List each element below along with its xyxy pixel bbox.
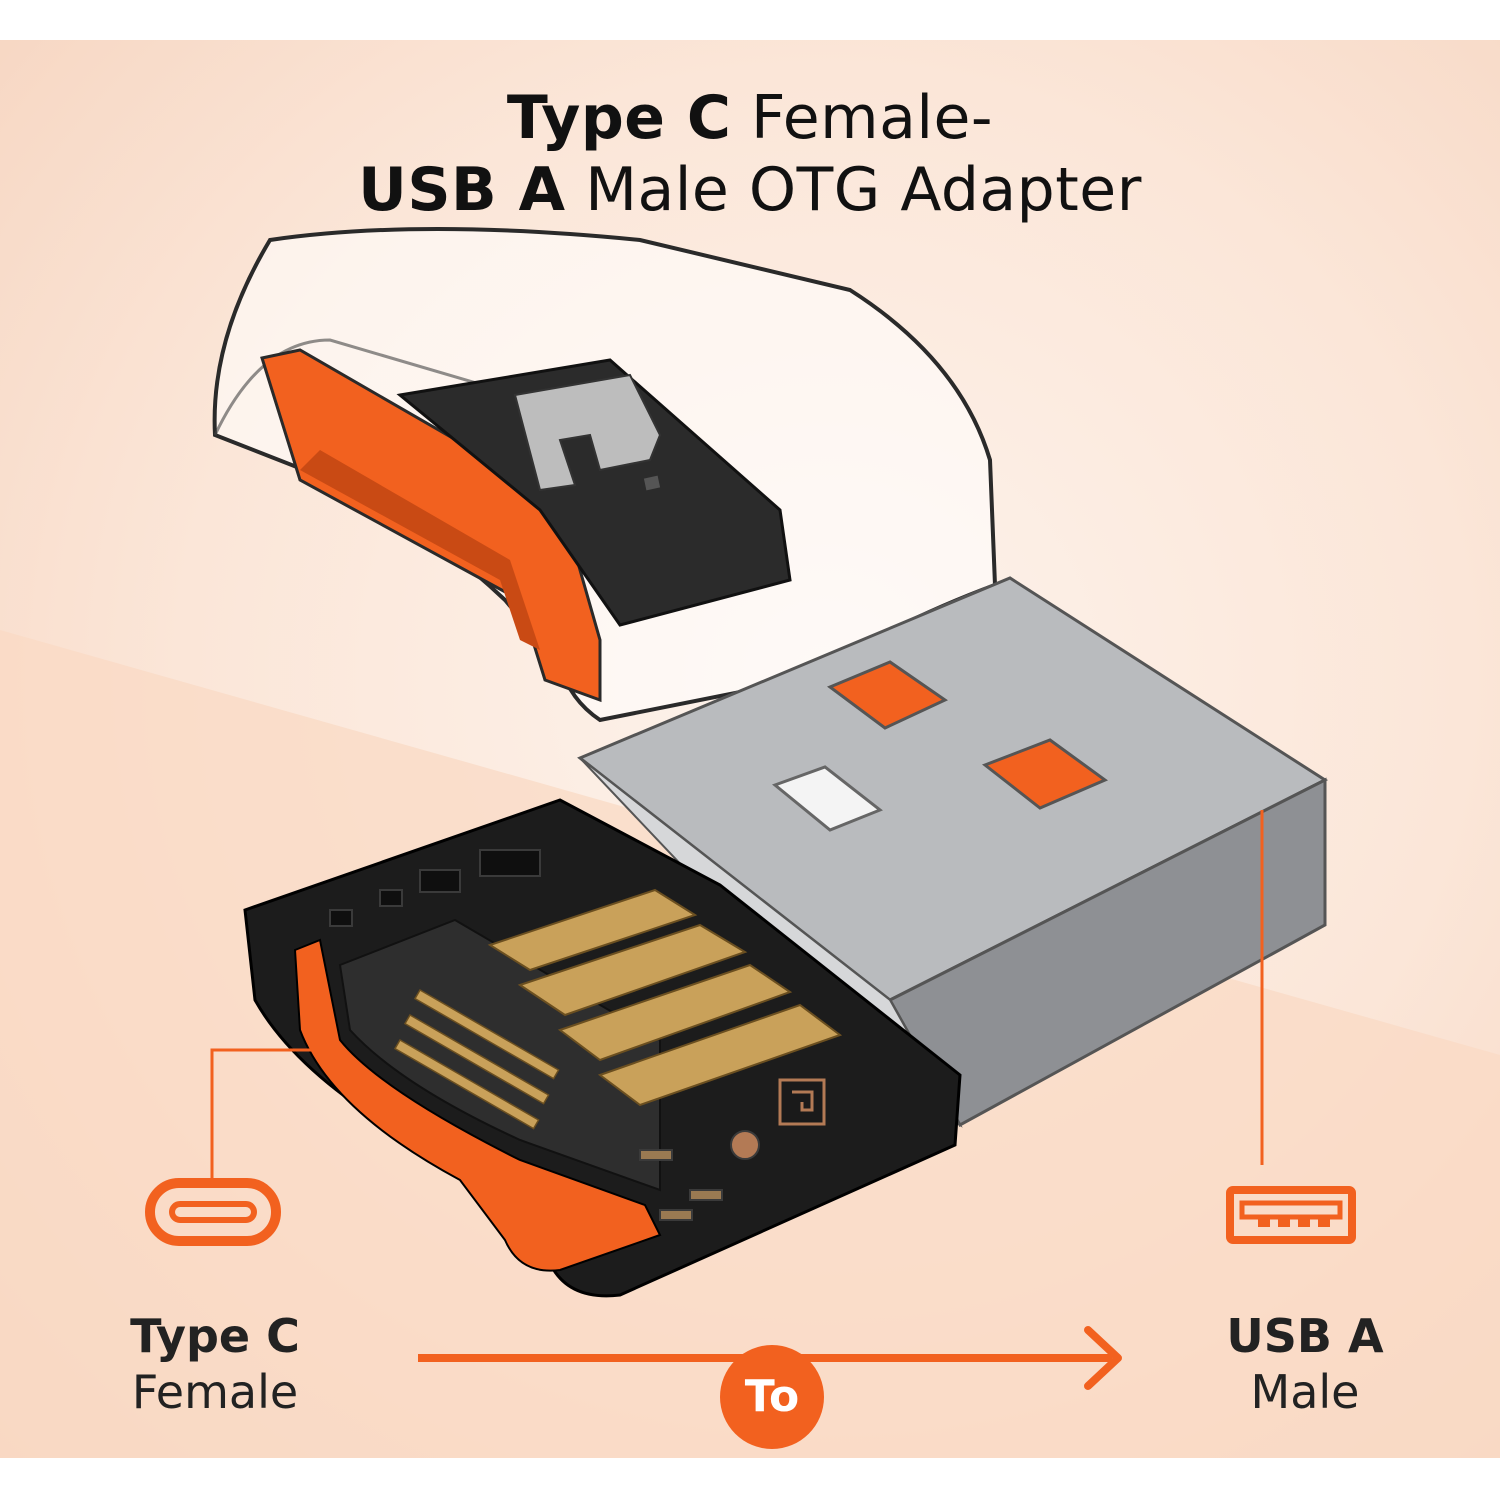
chip-logo [778, 1078, 826, 1126]
left-label-regular: Female [131, 1365, 299, 1419]
page-title-line-1: Type C Female- [0, 82, 1500, 154]
adapter-housing [243, 798, 962, 1298]
left-callout-line [210, 1048, 325, 1180]
page-title-line-2: USB A Male OTG Adapter [0, 154, 1500, 226]
title-male-otg: Male OTG Adapter [565, 155, 1142, 225]
usb-a-male-label: USB A Male [1180, 1308, 1430, 1420]
right-label-bold: USB A [1226, 1309, 1384, 1363]
product-illustration [0, 227, 1500, 1458]
left-label-bold: Type C [130, 1309, 300, 1363]
usb-c-port-icon [145, 1178, 281, 1246]
product-banner: Type C Female- USB A Male OTG Adapter Ty… [0, 40, 1500, 1458]
type-c-female-label: Type C Female [95, 1308, 335, 1420]
right-label-regular: Male [1250, 1365, 1360, 1419]
transparent-cap [212, 227, 998, 723]
title-type-c: Type C [506, 83, 732, 153]
title-female: Female- [731, 83, 994, 153]
title-usb-a: USB A [358, 155, 566, 225]
to-badge: To [720, 1345, 824, 1449]
usb-a-port-icon [1226, 1186, 1356, 1244]
